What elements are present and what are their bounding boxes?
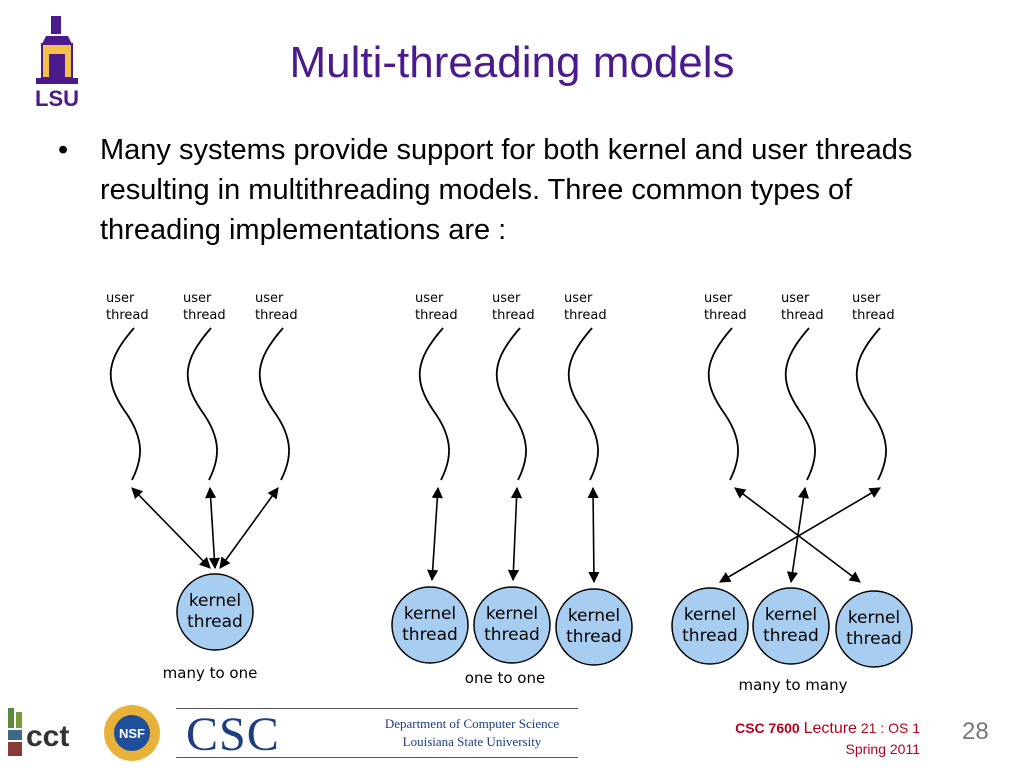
department-name: Department of Computer Science (384, 716, 560, 731)
mapping-arrow (587, 486, 600, 584)
kernel-thread-circle (473, 586, 551, 664)
user-thread-label-line: user (852, 291, 881, 306)
user-thread-label-line: thread (492, 308, 535, 323)
user-thread-label-line: user (183, 291, 212, 306)
kernel-thread-label-line: kernel (568, 606, 620, 626)
kernel-thread-label-line: kernel (189, 591, 241, 611)
user-thread-label: user thread (852, 291, 895, 323)
mapping-arrow (427, 486, 443, 582)
model-caption: many to one (163, 664, 258, 682)
cct-logo-text: cct (26, 720, 69, 753)
department-banner: CSC Department of Computer Science Louis… (176, 708, 578, 761)
nsf-logo-text: NSF (119, 726, 145, 741)
user-thread-label-line: user (415, 291, 444, 306)
kernel-thread-circle (555, 588, 633, 666)
user-thread-line (258, 327, 290, 481)
user-thread-line (418, 327, 450, 481)
user-thread-label: user thread (564, 291, 607, 323)
university-name: Louisiana State University (402, 734, 542, 749)
bullet-dot: • (58, 134, 69, 166)
user-thread-line (109, 327, 141, 481)
kernel-thread-circle (835, 590, 913, 668)
kernel-thread-circle (671, 587, 749, 665)
user-thread-label-line: user (106, 291, 135, 306)
kernel-thread-circle (752, 587, 830, 665)
mapping-arrow (131, 487, 211, 569)
kernel-thread-circle (391, 586, 469, 664)
kernel-thread-label-line: thread (402, 625, 458, 645)
kernel-thread-label-line: thread (566, 627, 622, 647)
lecture-word: Lecture (803, 720, 857, 737)
course-info: CSC 7600 Lecture 21 : OS 1 Spring 2011 (640, 718, 920, 759)
user-thread-label-line: user (492, 291, 521, 306)
course-term: Spring 2011 (845, 741, 920, 757)
user-thread-line (567, 327, 599, 481)
model-caption: many to many (739, 676, 848, 694)
kernel-thread-label-line: thread (682, 626, 738, 646)
user-thread-label-line: thread (255, 308, 298, 323)
kernel-thread-label-line: kernel (486, 604, 538, 624)
lsu-logo: LSU (35, 16, 79, 110)
course-code: CSC 7600 (735, 720, 800, 736)
user-thread-line (855, 327, 887, 481)
user-thread-label-line: user (704, 291, 733, 306)
user-thread-label-line: user (781, 291, 810, 306)
user-thread-line (707, 327, 739, 481)
slide-number: 28 (962, 718, 989, 745)
user-thread-label-line: thread (852, 308, 895, 323)
kernel-thread-label-line: kernel (765, 605, 817, 625)
mapping-arrow (205, 486, 220, 570)
nsf-logo: NSF (104, 705, 160, 761)
user-thread-label-line: thread (564, 308, 607, 323)
kernel-thread-label-line: kernel (684, 605, 736, 625)
kernel-thread-label-line: kernel (404, 604, 456, 624)
bullet-item: • Many systems provide support for both … (58, 130, 958, 250)
user-thread-label-line: thread (106, 308, 149, 323)
user-thread-label: user thread (183, 291, 226, 323)
mapping-arrow (719, 487, 881, 583)
kernel-thread-label-line: thread (187, 612, 243, 632)
mapping-arrow (734, 487, 861, 583)
user-thread-label-line: thread (704, 308, 747, 323)
kernel-thread-label-line: kernel (848, 608, 900, 628)
kernel-thread-circle (176, 573, 254, 651)
kernel-thread-label-line: thread (484, 625, 540, 645)
bullet-text: Many systems provide support for both ke… (100, 134, 913, 246)
mapping-arrow (507, 486, 523, 582)
model-caption: one to one (465, 669, 545, 687)
user-thread-line (784, 327, 816, 481)
slide-title: Multi-threading models (289, 38, 735, 87)
cct-logo: cct (8, 708, 69, 756)
mapping-arrow (219, 487, 279, 569)
user-thread-label: user thread (255, 291, 298, 323)
kernel-thread-label-line: thread (846, 629, 902, 649)
lecture-detail: 21 : OS 1 (860, 720, 920, 736)
user-thread-label-line: thread (415, 308, 458, 323)
kernel-thread-label-line: thread (763, 626, 819, 646)
bullet-list: • Many systems provide support for both … (58, 130, 958, 250)
user-thread-label: user thread (492, 291, 535, 323)
user-thread-label-line: user (564, 291, 593, 306)
user-thread-label-line: thread (183, 308, 226, 323)
user-thread-label: user thread (415, 291, 458, 323)
user-thread-line (186, 327, 218, 481)
lsu-logo-text: LSU (35, 86, 79, 110)
user-thread-label: user thread (106, 291, 149, 323)
user-thread-label: user thread (704, 291, 747, 323)
user-thread-label-line: thread (781, 308, 824, 323)
csc-wordmark: CSC (186, 708, 280, 761)
user-thread-line (495, 327, 527, 481)
user-thread-label: user thread (781, 291, 824, 323)
user-thread-label-line: user (255, 291, 284, 306)
